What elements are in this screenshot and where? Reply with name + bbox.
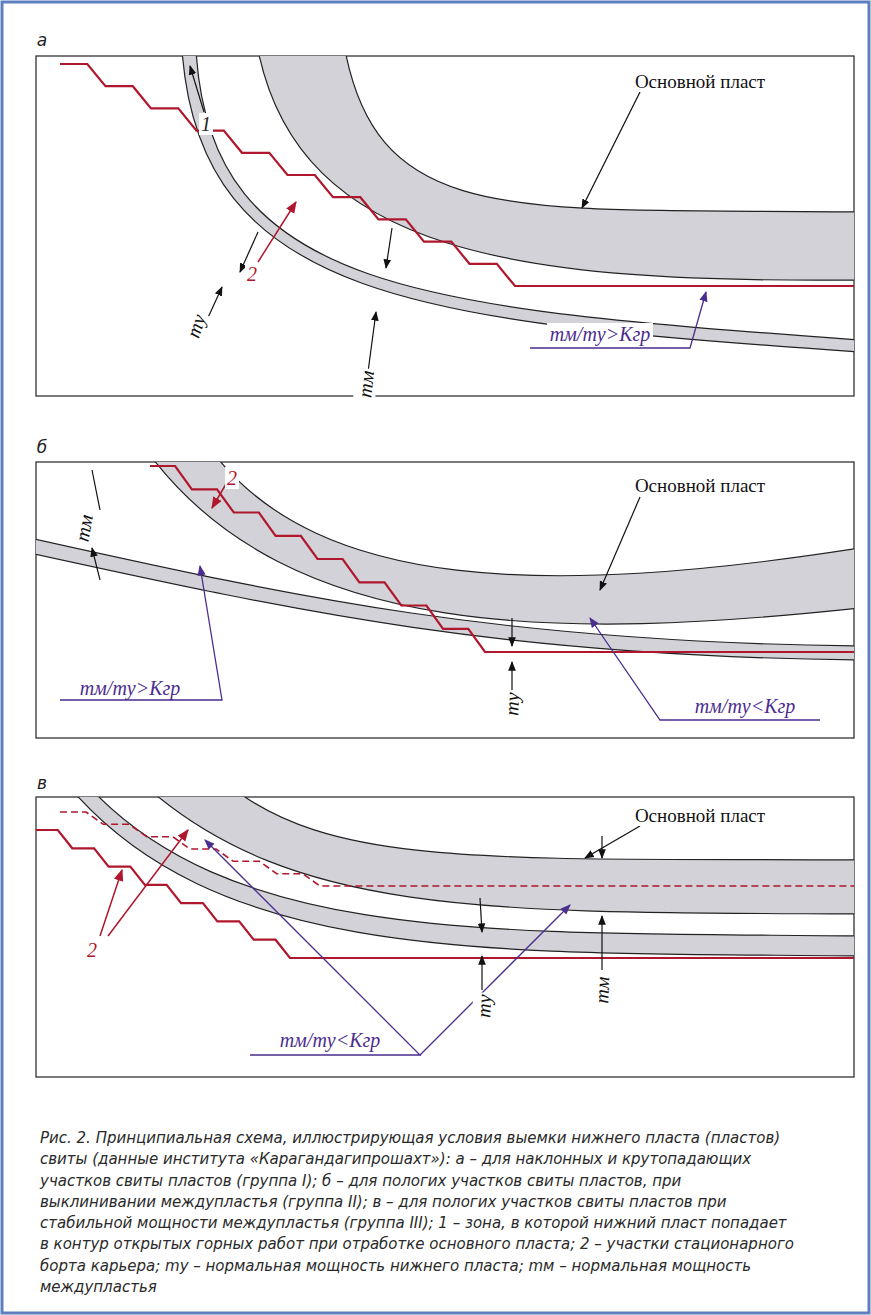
callout-number: 2: [245, 263, 259, 285]
callout-number: 2: [85, 939, 99, 961]
ratio-label: mм/mу>Kгр: [547, 323, 654, 345]
figure-caption: Рис. 2. Принципиальная схема, иллюстриру…: [40, 1128, 800, 1298]
panel-letter: в: [37, 774, 47, 793]
seam-label: Основной пласт: [632, 72, 768, 93]
seam-label: Основной пласт: [632, 476, 768, 497]
panel-b-strata: [36, 462, 854, 660]
ratio-label: mм/mу>Kгр: [77, 677, 184, 699]
panel-c-strata: [36, 797, 854, 958]
ratio-label: mм/mу<Kгр: [692, 695, 799, 717]
callout-number: 2: [225, 467, 239, 489]
panel-letter: а: [37, 31, 47, 50]
callout-number: 1: [199, 113, 213, 135]
panel-a-strata: [60, 56, 854, 352]
panel-letter: б: [37, 438, 47, 457]
dimension-label: mу: [473, 992, 496, 1020]
ratio-label: mм/mу<Kгр: [277, 1029, 384, 1051]
dimension-label: mм: [590, 974, 613, 1006]
dimension-label: mу: [501, 690, 524, 718]
dimension-label: mм: [353, 367, 378, 400]
seam-label: Основной пласт: [632, 806, 768, 827]
